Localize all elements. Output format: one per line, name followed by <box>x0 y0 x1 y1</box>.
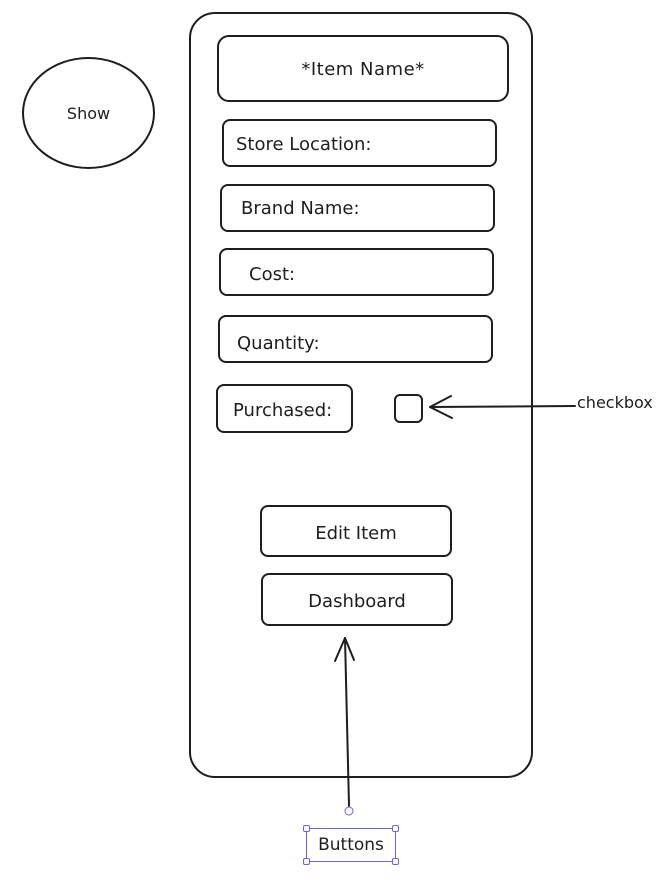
selection-handle[interactable] <box>392 825 399 832</box>
edit-item-button[interactable]: Edit Item <box>260 505 452 557</box>
cost-label: Cost: <box>249 264 296 285</box>
buttons-annotation[interactable]: Buttons <box>303 825 399 865</box>
brand-name-field[interactable]: Brand Name: <box>220 184 495 232</box>
selection-handle[interactable] <box>392 858 399 865</box>
brand-name-label: Brand Name: <box>241 198 360 219</box>
selection-handle[interactable] <box>303 825 310 832</box>
show-circle[interactable]: Show <box>22 57 155 169</box>
purchased-checkbox[interactable] <box>394 394 423 423</box>
edit-item-label: Edit Item <box>315 523 397 544</box>
phone-frame <box>189 12 533 778</box>
dashboard-label: Dashboard <box>308 591 406 612</box>
item-name-title: *Item Name* <box>217 35 509 102</box>
selection-handle[interactable] <box>303 858 310 865</box>
buttons-arrowhead <box>334 637 355 662</box>
checkbox-arrow <box>429 405 576 408</box>
dashboard-button[interactable]: Dashboard <box>261 573 453 626</box>
arrow-endpoint-handle <box>344 806 354 816</box>
checkbox-annotation: checkbox <box>577 393 653 412</box>
buttons-annotation-text: Buttons <box>318 835 384 855</box>
quantity-field[interactable]: Quantity: <box>218 315 493 363</box>
item-name-text: *Item Name* <box>301 59 425 80</box>
checkbox-arrowhead <box>429 395 453 419</box>
purchased-label-box: Purchased: <box>216 384 353 433</box>
store-location-field[interactable]: Store Location: <box>222 119 497 167</box>
buttons-arrow <box>344 637 350 807</box>
cost-field[interactable]: Cost: <box>219 248 494 296</box>
store-location-label: Store Location: <box>236 134 372 155</box>
purchased-label: Purchased: <box>233 400 333 421</box>
quantity-label: Quantity: <box>237 333 320 354</box>
show-label: Show <box>66 103 111 123</box>
